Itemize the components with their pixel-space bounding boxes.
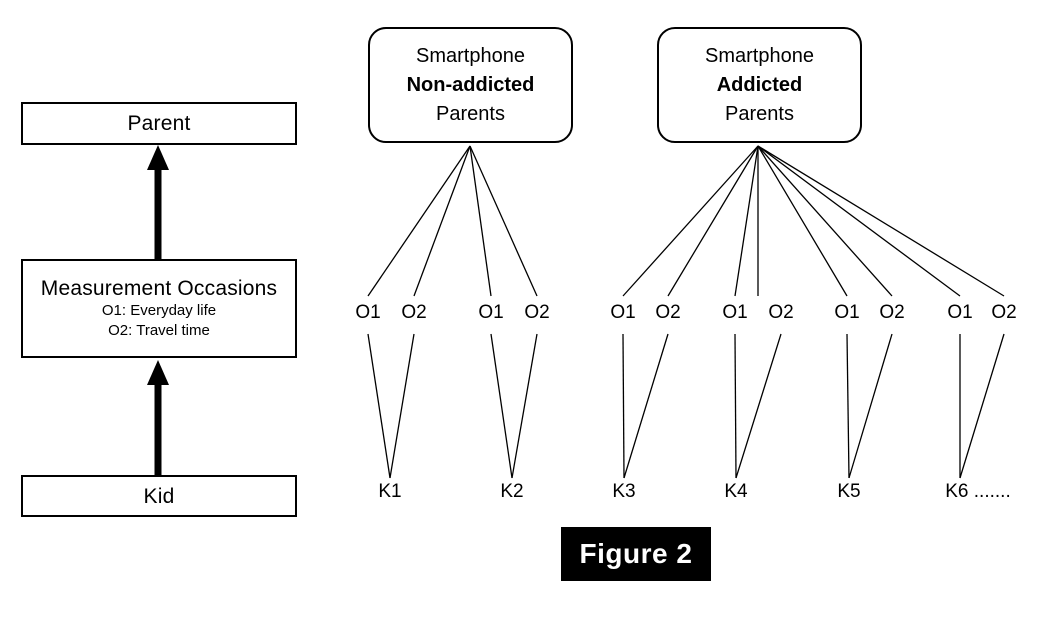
occasion-label: O1: [355, 302, 381, 323]
group-addicted-line2: Addicted: [716, 73, 803, 96]
legend-measurement-o1: O1: Everyday life: [101, 302, 217, 319]
group-nonaddicted-line3: Parents: [436, 102, 505, 125]
occasion-label: O2: [879, 302, 905, 323]
kid-label: K3: [612, 481, 636, 502]
occasion-label: O2: [655, 302, 681, 323]
edges-occasions-to-kids: [367, 333, 1005, 479]
legend-kid-label: Kid: [143, 484, 175, 508]
occasion-label: O2: [991, 302, 1017, 323]
group-addicted-line3: Parents: [725, 102, 794, 125]
group-nonaddicted-line2: Non-addicted: [406, 73, 535, 96]
legend-box-measurement-occasions: Measurement Occasions O1: Everyday life …: [21, 259, 297, 358]
group-nonaddicted-line1: Smartphone: [416, 44, 525, 67]
arrow-kid-to-measurement: [147, 360, 169, 475]
kid-label: K2: [500, 481, 524, 502]
kid-label: K1: [378, 481, 402, 502]
edges-group-nonaddicted: [367, 145, 538, 297]
kid-label: K4: [724, 481, 748, 502]
occasion-label: O2: [401, 302, 427, 323]
legend-parent-label: Parent: [127, 112, 191, 135]
group-box-nonaddicted: Smartphone Non-addicted Parents: [368, 27, 573, 143]
kid-label: K6 .......: [945, 481, 1011, 502]
occasion-label: O1: [722, 302, 748, 323]
legend-measurement-title: Measurement Occasions: [40, 277, 278, 300]
group-addicted-line1: Smartphone: [705, 44, 814, 67]
edges-group-addicted: [622, 145, 1005, 297]
group-box-addicted: Smartphone Addicted Parents: [657, 27, 862, 143]
legend-box-kid: Kid: [21, 475, 297, 517]
occasion-label: O1: [947, 302, 973, 323]
arrow-measurement-to-parent: [147, 145, 169, 259]
figure-caption: Figure 2: [561, 527, 711, 581]
kid-label: K5: [837, 481, 861, 502]
occasion-label: O1: [610, 302, 636, 323]
legend-measurement-o2: O2: Travel time: [108, 322, 210, 339]
occasion-label: O1: [478, 302, 504, 323]
occasion-label: O2: [524, 302, 550, 323]
occasion-label: O2: [768, 302, 794, 323]
legend-box-parent: Parent: [21, 102, 297, 145]
occasion-label: O1: [834, 302, 860, 323]
